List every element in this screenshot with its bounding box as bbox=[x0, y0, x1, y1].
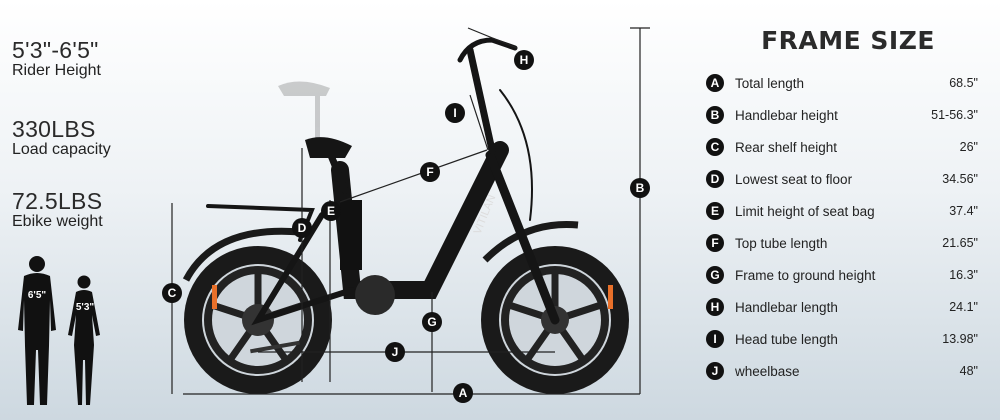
motor-hub bbox=[355, 275, 395, 315]
spec-label: Handlebar length bbox=[735, 299, 838, 315]
woman-silhouette bbox=[68, 275, 100, 405]
svg-text:G: G bbox=[427, 315, 436, 329]
dimension-markers: A B C D E F G H I J bbox=[162, 50, 650, 403]
letter-badge: H bbox=[706, 298, 724, 316]
front-fender bbox=[482, 220, 579, 263]
saddle bbox=[305, 137, 352, 158]
spec-value: 13.98" bbox=[942, 332, 978, 346]
spec-value: 51-56.3" bbox=[931, 108, 978, 122]
letter-badge: A bbox=[706, 74, 724, 92]
spec-value: 68.5" bbox=[949, 76, 978, 90]
svg-text:I: I bbox=[453, 106, 456, 120]
marker-g: G bbox=[422, 312, 442, 332]
rear-fender bbox=[182, 227, 301, 282]
spec-label: Handlebar height bbox=[735, 107, 838, 123]
letter-badge: F bbox=[706, 234, 724, 252]
spec-row-f: F Top tube length 21.65" bbox=[706, 227, 978, 259]
stat-ebike-weight: 72.5LBS Ebike weight bbox=[12, 189, 103, 231]
spec-row-h: H Handlebar length 24.1" bbox=[706, 291, 978, 323]
stat-value: 72.5LBS bbox=[12, 188, 103, 214]
svg-text:C: C bbox=[168, 286, 177, 300]
frame-size-panel: FRAME SIZE A Total length 68.5" B Handlebar … bbox=[706, 26, 978, 387]
stat-rider-height: 5'3"-6'5" Rider Height bbox=[12, 38, 101, 80]
marker-j: J bbox=[385, 342, 405, 362]
letter-badge: I bbox=[706, 330, 724, 348]
marker-c: C bbox=[162, 283, 182, 303]
letter-badge: J bbox=[706, 362, 724, 380]
letter-badge: E bbox=[706, 202, 724, 220]
spec-row-i: I Head tube length 13.98" bbox=[706, 323, 978, 355]
battery bbox=[340, 200, 362, 270]
svg-text:B: B bbox=[636, 181, 645, 195]
stat-value: 5'3"-6'5" bbox=[12, 37, 99, 63]
spec-value: 21.65" bbox=[942, 236, 978, 250]
raised-seat-ghost bbox=[278, 81, 330, 141]
letter-badge: G bbox=[706, 266, 724, 284]
letter-badge: C bbox=[706, 138, 724, 156]
spec-value: 16.3" bbox=[949, 268, 978, 282]
spec-label: Rear shelf height bbox=[735, 139, 838, 155]
stat-label: Ebike weight bbox=[12, 213, 103, 230]
spec-label: Top tube length bbox=[735, 235, 828, 251]
spec-row-c: C Rear shelf height 26" bbox=[706, 131, 978, 163]
marker-d: D bbox=[292, 218, 312, 238]
spec-value: 48" bbox=[959, 364, 978, 378]
svg-text:H: H bbox=[520, 53, 529, 67]
dimension-lines bbox=[171, 27, 650, 395]
spec-row-d: D Lowest seat to floor 34.56" bbox=[706, 163, 978, 195]
man-silhouette bbox=[18, 256, 56, 405]
stat-label: Rider Height bbox=[12, 62, 101, 79]
stat-label: Load capacity bbox=[12, 141, 111, 158]
spec-label: wheelbase bbox=[735, 363, 800, 379]
letter-badge: D bbox=[706, 170, 724, 188]
stat-load-capacity: 330LBS Load capacity bbox=[12, 117, 111, 159]
stat-value: 330LBS bbox=[12, 116, 96, 142]
marker-f: F bbox=[420, 162, 440, 182]
letter-badge: B bbox=[706, 106, 724, 124]
spec-row-a: A Total length 68.5" bbox=[706, 67, 978, 99]
panel-title: FRAME SIZE bbox=[761, 26, 935, 55]
spec-value: 37.4" bbox=[949, 204, 978, 218]
spec-label: Limit height of seat bag bbox=[735, 203, 875, 219]
svg-text:D: D bbox=[298, 221, 307, 235]
spec-value: 26" bbox=[959, 140, 978, 154]
marker-i: I bbox=[445, 103, 465, 123]
svg-text:F: F bbox=[426, 165, 433, 179]
spec-row-e: E Limit height of seat bag 37.4" bbox=[706, 195, 978, 227]
spec-label: Frame to ground height bbox=[735, 267, 876, 283]
spec-value: 24.1" bbox=[949, 300, 978, 314]
marker-h: H bbox=[514, 50, 534, 70]
marker-e: E bbox=[321, 201, 341, 221]
spec-row-g: G Frame to ground height 16.3" bbox=[706, 259, 978, 291]
spec-label: Head tube length bbox=[735, 331, 838, 347]
spec-label: Lowest seat to floor bbox=[735, 171, 853, 187]
woman-height-label: 5'3" bbox=[76, 302, 95, 313]
svg-text:E: E bbox=[327, 204, 335, 218]
spec-value: 34.56" bbox=[942, 172, 978, 186]
svg-text:J: J bbox=[392, 345, 399, 359]
marker-b: B bbox=[630, 178, 650, 198]
spec-row-b: B Handlebar height 51-56.3" bbox=[706, 99, 978, 131]
marker-a: A bbox=[453, 383, 473, 403]
man-height-label: 6'5" bbox=[28, 290, 47, 301]
spec-label: Total length bbox=[735, 75, 805, 91]
svg-text:A: A bbox=[459, 386, 468, 400]
